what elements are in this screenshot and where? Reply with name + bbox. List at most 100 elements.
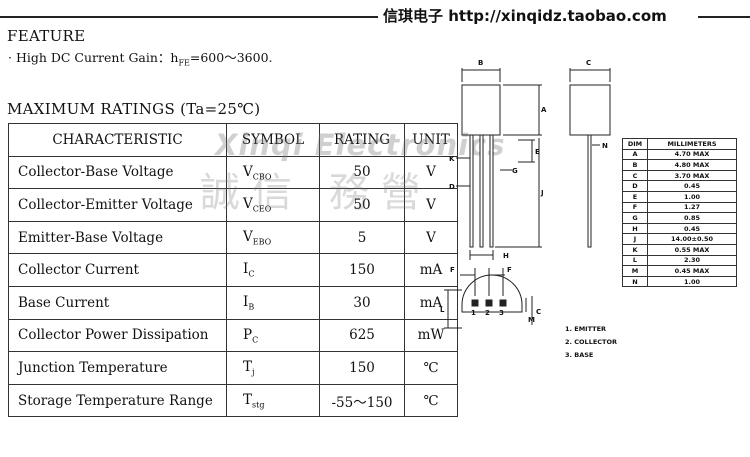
dim-key: F	[622, 201, 648, 214]
label-E: E	[535, 148, 540, 156]
header-site-text: 信琪电子 http://xinqidz.taobao.com	[383, 7, 667, 25]
dim-value: 1.00	[647, 190, 737, 203]
dim-key: J	[622, 233, 648, 245]
symbol-sub: stg	[252, 400, 265, 410]
table-row: Collector-Base Voltage VCBO 50 V	[8, 155, 458, 190]
dim-value: 2.30	[647, 254, 737, 267]
label-A: A	[541, 106, 547, 114]
header-rule-left	[0, 16, 378, 18]
dim-col-dim: DIM	[622, 138, 648, 150]
dim-key: A	[622, 148, 648, 161]
pin-collector: 2. COLLECTOR	[565, 338, 618, 346]
row-rating: 625	[319, 318, 405, 353]
symbol-letter: I	[243, 261, 249, 278]
row-unit: ℃	[404, 351, 458, 385]
table-row: Emitter-Base Voltage VEBO 5 V	[8, 220, 458, 255]
header-rule-right	[698, 16, 750, 18]
pin-1: 1	[471, 309, 476, 317]
label-F-left: F	[450, 266, 455, 274]
row-rating: 5	[319, 220, 405, 255]
row-symbol: Tj	[226, 351, 320, 385]
dim-key: C	[622, 169, 648, 182]
row-rating: 150	[319, 253, 405, 287]
symbol-sub: j	[252, 367, 255, 377]
feature-line-sub: FE	[178, 58, 190, 68]
label-C-bottom: C	[536, 308, 541, 316]
row-name: Emitter-Base Voltage	[8, 220, 227, 255]
dim-value: 3.70 MAX	[647, 169, 737, 182]
dim-value: 0.45	[647, 222, 737, 235]
row-symbol: VCBO	[226, 155, 320, 190]
label-C: C	[586, 59, 591, 67]
row-unit: V	[404, 155, 458, 190]
dim-value: 4.80 MAX	[647, 159, 737, 171]
feature-line-suffix: =600～3600.	[189, 50, 273, 65]
pin-emitter: 1. EMITTER	[565, 325, 607, 333]
feature-line-prefix: · High DC Current Gain：h	[8, 50, 179, 65]
table-row: Collector Power Dissipation PC 625 mW	[8, 318, 458, 353]
col-symbol: SYMBOL	[226, 123, 320, 157]
dim-value: 0.85	[647, 212, 737, 224]
symbol-letter: P	[243, 326, 253, 343]
symbol-letter: V	[243, 228, 253, 245]
symbol-letter: T	[243, 391, 253, 408]
label-D: D	[449, 183, 455, 191]
dim-col-mm: MILLIMETERS	[647, 138, 737, 150]
dim-key: D	[622, 180, 648, 192]
row-symbol: VCEO	[226, 188, 320, 222]
label-B: B	[478, 59, 483, 67]
dim-key: M	[622, 265, 648, 277]
dim-key: E	[622, 190, 648, 203]
row-name: Collector Power Dissipation	[8, 318, 227, 353]
dim-header-row: DIM MILLIMETERS	[622, 138, 737, 150]
row-symbol: IC	[226, 253, 320, 287]
table-row: Storage Temperature Range Tstg -55～150 ℃	[8, 383, 458, 418]
row-name: Collector-Base Voltage	[8, 155, 227, 190]
row-symbol: Tstg	[226, 383, 320, 418]
row-symbol: PC	[226, 318, 320, 353]
dim-key: N	[622, 275, 648, 288]
row-name: Storage Temperature Range	[8, 383, 227, 418]
symbol-letter: I	[243, 293, 249, 310]
label-L: L	[440, 306, 445, 314]
ratings-header-row: CHARACTERISTIC SYMBOL RATING UNIT	[8, 123, 458, 157]
symbol-sub: CEO	[252, 204, 272, 214]
ratings-title: MAXIMUM RATINGS (Ta=25℃)	[7, 100, 261, 118]
dim-key: L	[622, 254, 648, 267]
table-row: Junction Temperature Tj 150 ℃	[8, 351, 458, 385]
row-symbol: IB	[226, 285, 320, 320]
row-name: Junction Temperature	[8, 351, 227, 385]
row-unit: mA	[404, 285, 458, 320]
label-M: M	[528, 316, 535, 324]
symbol-letter: V	[243, 196, 253, 213]
dim-value: 1.00	[647, 275, 737, 288]
symbol-sub: EBO	[252, 237, 272, 247]
col-characteristic: CHARACTERISTIC	[8, 123, 227, 157]
row-name: Collector Current	[8, 253, 227, 287]
dim-value: 4.70 MAX	[647, 148, 737, 161]
row-unit: V	[404, 188, 458, 222]
table-row: Collector Current IC 150 mA	[8, 253, 458, 287]
dim-key: G	[622, 212, 648, 224]
symbol-sub: C	[248, 270, 255, 280]
pin-base: 3. BASE	[565, 351, 594, 359]
dim-value: 0.45 MAX	[647, 265, 737, 277]
dim-key: K	[622, 243, 648, 256]
symbol-sub: CBO	[252, 172, 272, 182]
row-symbol: VEBO	[226, 220, 320, 255]
col-unit: UNIT	[404, 123, 458, 157]
dim-value: 0.55 MAX	[647, 243, 737, 256]
symbol-letter: V	[243, 163, 253, 180]
label-K: K	[449, 155, 455, 163]
dim-value: 1.27	[647, 201, 737, 214]
col-rating: RATING	[319, 123, 405, 157]
